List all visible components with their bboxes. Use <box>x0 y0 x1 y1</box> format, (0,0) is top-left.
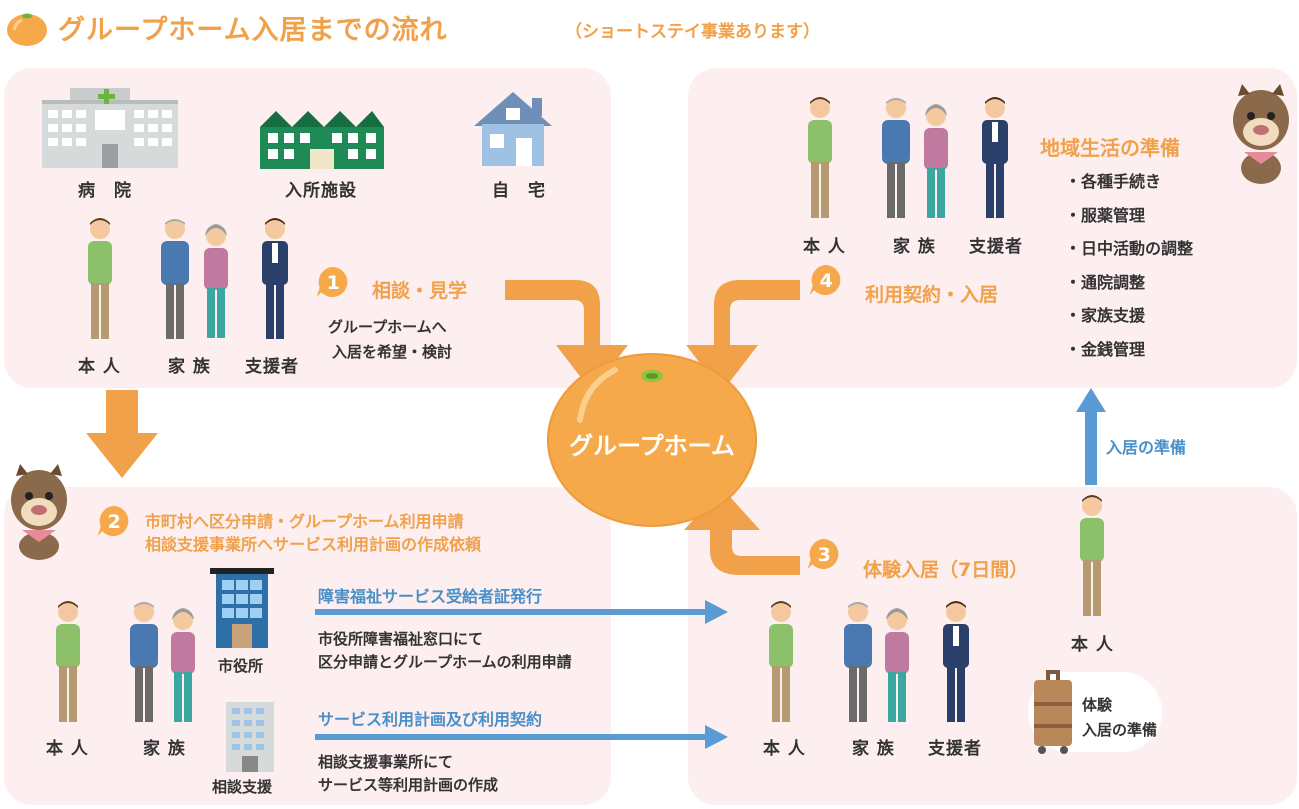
arrow-step1-to-center <box>505 280 628 392</box>
step4-number-badge: 4 <box>809 264 841 296</box>
place-hospital: 病 院 <box>78 181 132 201</box>
arrow-step4-to-center <box>686 280 800 392</box>
step2-line2: 相談支援事業所へサービス利用計画の作成依頼 <box>145 535 482 554</box>
person-label-family: 家 族 <box>168 357 211 377</box>
page-subtitle: （ショートステイ事業あります） <box>565 22 820 42</box>
step3-label-supporter: 支援者 <box>928 739 982 759</box>
step2-person-father-icon <box>130 602 158 722</box>
up-arrow-label: 入居の準備 <box>1106 438 1187 457</box>
step4-title: 利用契約・入居 <box>865 284 999 306</box>
city-hall-label: 市役所 <box>218 657 264 675</box>
list-item: ・金銭管理 <box>1065 339 1146 359</box>
arrow1-label: 障害福祉サービス受給者証発行 <box>318 587 543 606</box>
step4-label-supporter: 支援者 <box>969 237 1023 257</box>
blue-arrow-1 <box>315 600 728 624</box>
step3-person-father-icon <box>844 602 872 722</box>
person-family-mother-icon <box>204 224 228 338</box>
step1-number-badge: 1 <box>316 266 348 298</box>
list-item: ・日中活動の調整 <box>1065 239 1194 258</box>
step3-number-badge: 3 <box>807 538 839 570</box>
step3-title: 体験入居（7日間） <box>863 559 1029 581</box>
center-mandarin <box>548 354 756 526</box>
facility-icon <box>260 111 384 169</box>
arrow2-desc-line2: サービス等利用計画の作成 <box>318 776 499 794</box>
arrow2-desc-line1: 相談支援事業所にて <box>318 753 454 771</box>
person-label-supporter: 支援者 <box>245 357 299 377</box>
svg-text:1: 1 <box>327 272 340 294</box>
suitcase-icon <box>1034 670 1072 754</box>
consultation-office-label: 相談支援 <box>212 778 273 796</box>
step4-person-self-icon <box>808 97 832 218</box>
place-facility: 入所施設 <box>285 181 357 201</box>
person-supporter-icon <box>262 218 288 339</box>
boar-mascot-icon <box>1233 84 1289 184</box>
trial-prep-line2: 入居の準備 <box>1082 721 1158 739</box>
arrow1-desc-line2: 区分申請とグループホームの利用申請 <box>318 653 572 671</box>
step4-person-mother-icon <box>924 104 948 218</box>
step4-heading: 地域生活の準備 <box>1040 136 1180 160</box>
person-label-self: 本 人 <box>78 357 121 377</box>
list-item: ・家族支援 <box>1065 306 1146 325</box>
panel-step2 <box>4 487 611 805</box>
step3-person-mother-icon <box>885 608 909 722</box>
blue-arrow-2 <box>315 725 728 749</box>
arrow-step1-to-step2 <box>86 390 158 478</box>
step2-person-mother-icon <box>171 608 195 722</box>
svg-text:3: 3 <box>818 544 831 566</box>
step3-single-label: 本 人 <box>1071 635 1114 655</box>
step3-label-self: 本 人 <box>763 739 806 759</box>
step3-person-supporter-icon <box>943 601 969 722</box>
step4-label-self: 本 人 <box>803 237 846 257</box>
step4-person-supporter-icon <box>982 97 1008 218</box>
place-home: 自 宅 <box>492 181 546 201</box>
step3-single-person-icon <box>1080 495 1104 616</box>
consultation-office-icon <box>226 702 274 772</box>
house-icon <box>474 92 552 166</box>
center-label: グループホーム <box>569 432 735 460</box>
hospital-icon <box>42 88 178 168</box>
svg-text:4: 4 <box>820 270 833 292</box>
arrow2-label: サービス利用計画及び利用契約 <box>318 710 543 729</box>
list-item: ・服薬管理 <box>1065 205 1146 225</box>
list-item: ・通院調整 <box>1065 272 1146 292</box>
step2-label-family: 家 族 <box>143 739 186 759</box>
mandarin-icon <box>7 13 47 46</box>
trial-prep-line1: 体験 <box>1082 696 1113 714</box>
boar-mascot-2-icon <box>11 464 67 560</box>
step2-line1: 市町村へ区分申請・グループホーム利用申請 <box>145 512 464 531</box>
list-item: ・各種手続き <box>1065 172 1162 191</box>
step3-label-family: 家 族 <box>852 739 895 759</box>
step4-checklist: ・各種手続き ・服薬管理 ・日中活動の調整 ・通院調整 ・家族支援 ・金銭管理 <box>1065 168 1193 369</box>
person-family-father-icon <box>161 219 189 339</box>
step2-label-self: 本 人 <box>46 739 89 759</box>
step4-label-family: 家 族 <box>893 237 936 257</box>
person-self-icon <box>88 218 112 339</box>
step4-person-father-icon <box>882 98 910 218</box>
step3-person-self-icon <box>769 601 793 722</box>
step1-desc-line2: 入居を希望・検討 <box>332 343 453 361</box>
arrow1-desc-line1: 市役所障害福祉窓口にて <box>318 630 484 648</box>
svg-text:2: 2 <box>108 511 121 533</box>
step1-title: 相談・見学 <box>372 280 468 302</box>
city-hall-icon <box>210 568 274 648</box>
step2-person-self-icon <box>56 601 80 722</box>
page-title: グループホーム入居までの流れ <box>58 15 448 46</box>
step1-desc-line1: グループホームへ <box>328 318 447 336</box>
step2-number-badge: 2 <box>97 505 129 537</box>
blue-arrow-up <box>1076 388 1106 485</box>
